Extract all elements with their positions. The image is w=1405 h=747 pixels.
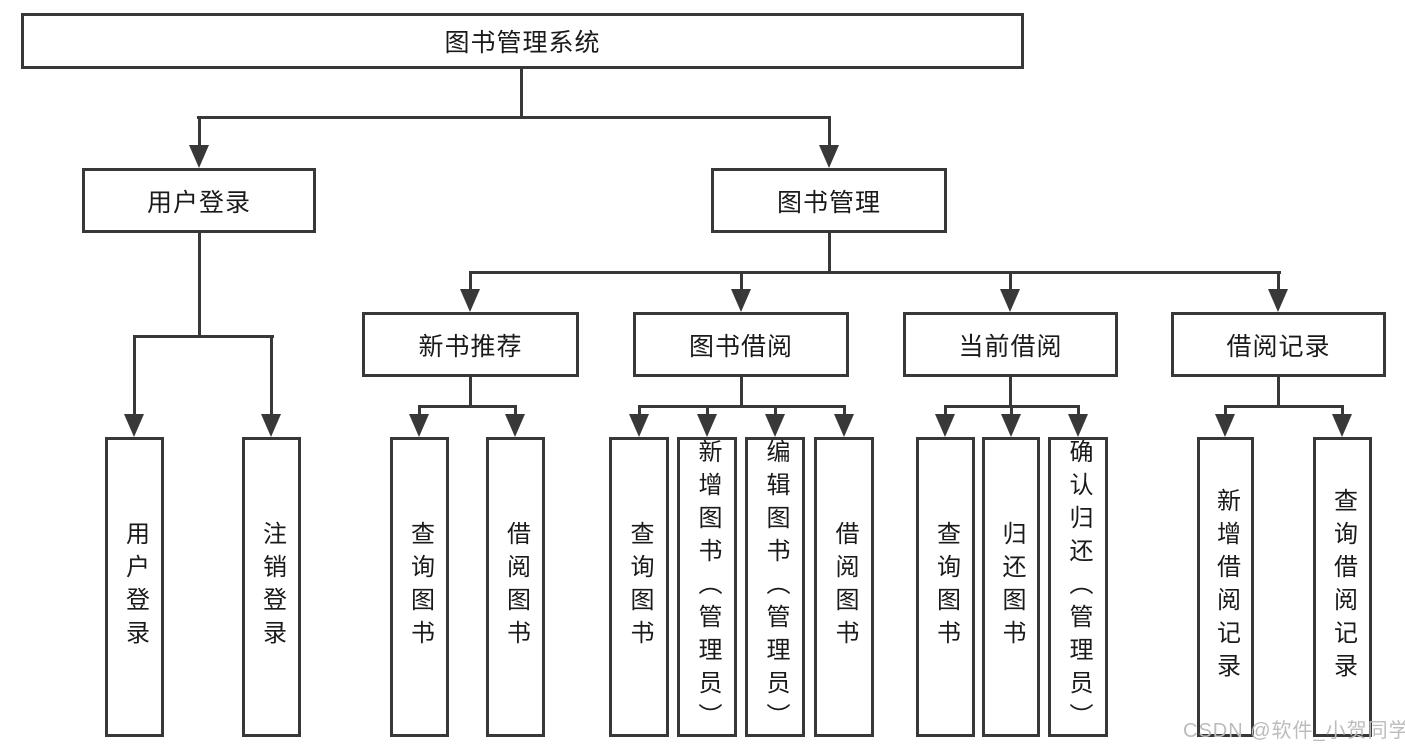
leaf-label: 查询借阅记录 <box>1329 488 1357 686</box>
leaf-label: 新增图书（管理员） <box>694 438 721 736</box>
connector-stem <box>1010 405 1013 416</box>
leaf-borrowing-edit-books-admin: 编辑图书（管理员） <box>745 437 805 737</box>
leaf-label: 归还图书 <box>998 521 1025 653</box>
leaf-borrowing-borrow-books: 借阅图书 <box>814 437 874 737</box>
leaf-label: 编辑图书（管理员） <box>762 438 789 736</box>
connector-stem <box>270 335 273 415</box>
leaf-label: 用户登录 <box>121 521 149 653</box>
node-label: 新书推荐 <box>418 332 523 361</box>
connector-rail <box>1224 405 1344 408</box>
connector-stem <box>514 405 517 416</box>
arrow-down-icon <box>629 414 649 437</box>
arrow-down-icon <box>731 289 751 312</box>
leaf-label: 借阅图书 <box>502 521 530 653</box>
arrow-down-icon <box>261 414 281 437</box>
arrow-down-icon <box>189 145 209 168</box>
connector-stem <box>1009 377 1012 407</box>
node-library-system: 图书管理系统 <box>21 13 1024 69</box>
leaf-user-login: 用户登录 <box>105 437 164 737</box>
connector-stem <box>198 116 201 147</box>
leaf-newbooks-query-books: 查询图书 <box>390 437 449 737</box>
arrow-down-icon <box>505 414 525 437</box>
connector-stem <box>1224 405 1227 416</box>
connector-stem <box>944 405 947 416</box>
connector-stem <box>706 405 709 416</box>
leaf-label: 注销登录 <box>258 521 286 653</box>
arrow-down-icon <box>819 145 839 168</box>
arrow-down-icon <box>1001 414 1021 437</box>
node-current-borrowing: 当前借阅 <box>903 312 1118 377</box>
leaf-label: 借阅图书 <box>831 521 858 653</box>
arrow-down-icon <box>124 414 144 437</box>
node-label: 借阅记录 <box>1226 332 1331 361</box>
connector-root-stem <box>520 69 523 118</box>
arrow-down-icon <box>697 414 717 437</box>
connector-stem <box>843 405 846 416</box>
node-book-management: 图书管理 <box>711 168 947 233</box>
node-borrowing-records: 借阅记录 <box>1171 312 1386 377</box>
leaf-label: 查询图书 <box>406 521 434 653</box>
connector-stem <box>740 377 743 407</box>
connector-stem <box>469 271 472 291</box>
leaf-current-confirm-return-admin: 确认归还（管理员） <box>1048 437 1108 737</box>
csdn-watermark: CSDN @软件_小贺同学 <box>1183 720 1405 742</box>
leaf-current-query-books: 查询图书 <box>916 437 975 737</box>
leaf-label: 确认归还（管理员） <box>1065 438 1092 736</box>
node-label: 当前借阅 <box>958 332 1063 361</box>
connector-stem <box>198 233 201 336</box>
leaf-records-add-record: 新增借阅记录 <box>1197 437 1254 737</box>
connector-stem <box>774 405 777 416</box>
arrow-down-icon <box>1215 414 1235 437</box>
leaf-current-return-books: 归还图书 <box>982 437 1040 737</box>
connector-level2-rail <box>197 116 831 119</box>
leaf-borrowing-add-books-admin: 新增图书（管理员） <box>677 437 737 737</box>
arrow-down-icon <box>409 414 429 437</box>
connector-stem <box>1077 405 1080 416</box>
leaf-borrowing-query-books: 查询图书 <box>609 437 669 737</box>
connector-stem <box>133 335 136 415</box>
node-label: 图书管理 <box>776 188 881 217</box>
connector-stem <box>1277 271 1280 291</box>
arrow-down-icon <box>460 289 480 312</box>
leaf-label: 查询图书 <box>932 521 960 653</box>
arrow-down-icon <box>765 414 785 437</box>
arrow-down-icon <box>1068 414 1088 437</box>
connector-level3-rail <box>469 271 1281 274</box>
node-label: 用户登录 <box>146 188 251 217</box>
arrow-down-icon <box>1000 289 1020 312</box>
connector-stem <box>1341 405 1344 416</box>
connector-stem <box>1009 271 1012 291</box>
node-new-book-recommend: 新书推荐 <box>362 312 579 377</box>
leaf-label: 查询图书 <box>626 521 653 653</box>
leaf-newbooks-borrow-books: 借阅图书 <box>486 437 545 737</box>
arrow-down-icon <box>935 414 955 437</box>
leaf-label: 新增借阅记录 <box>1212 488 1240 686</box>
node-user-login: 用户登录 <box>82 168 316 233</box>
connector-stem <box>828 116 831 147</box>
arrow-down-icon <box>1332 414 1352 437</box>
connector-stem <box>1277 377 1280 407</box>
leaf-logout: 注销登录 <box>242 437 301 737</box>
connector-stem <box>740 271 743 291</box>
node-label: 图书管理系统 <box>444 29 601 57</box>
arrow-down-icon <box>1268 289 1288 312</box>
connector-rail <box>133 335 274 338</box>
node-book-borrowing: 图书借阅 <box>633 312 849 377</box>
connector-stem <box>469 377 472 407</box>
arrow-down-icon <box>834 414 854 437</box>
leaf-records-query-record: 查询借阅记录 <box>1313 437 1372 737</box>
connector-stem <box>828 233 831 273</box>
connector-stem <box>418 405 421 416</box>
connector-rail <box>418 405 517 408</box>
connector-stem <box>638 405 641 416</box>
node-label: 图书借阅 <box>688 332 793 361</box>
connector-rail <box>638 405 846 408</box>
